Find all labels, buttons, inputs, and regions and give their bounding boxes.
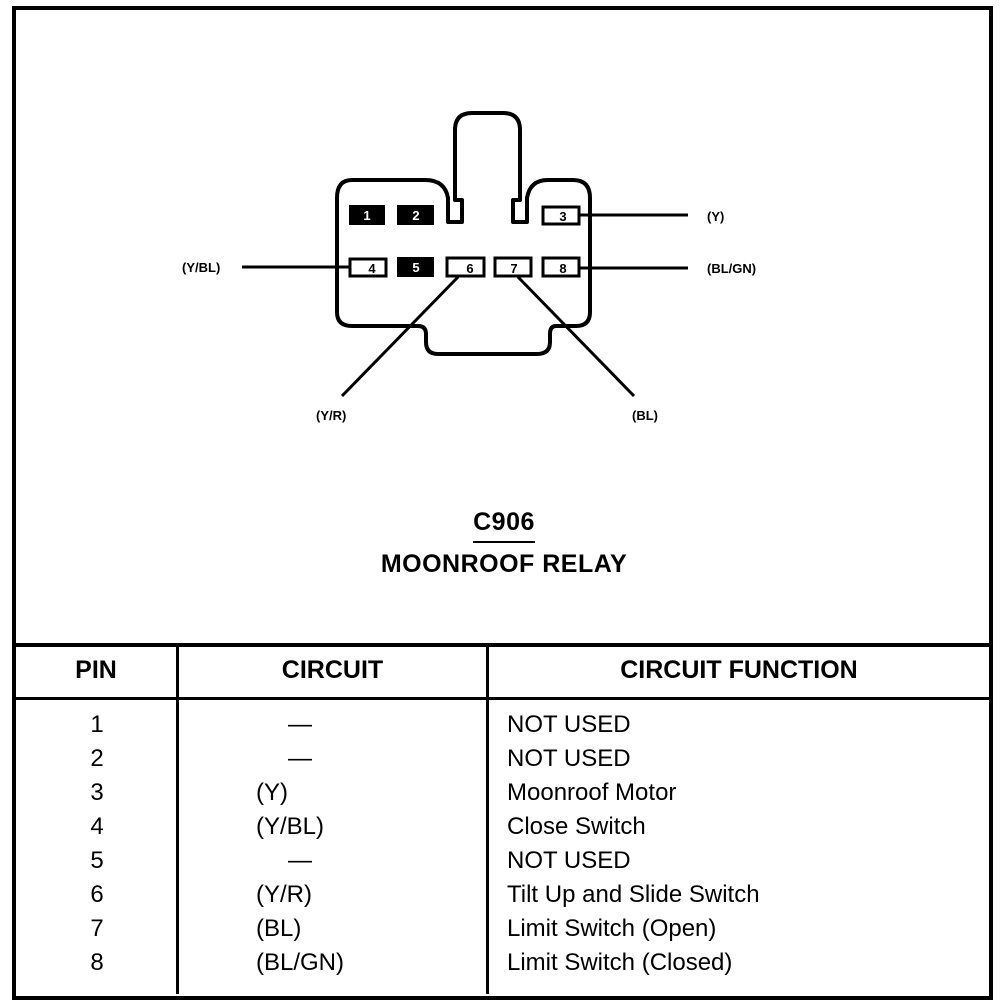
svg-text:1: 1 bbox=[363, 208, 370, 223]
circuit-cell: (Y) bbox=[256, 779, 288, 806]
svg-text:5: 5 bbox=[412, 260, 419, 275]
pin-8: 8 bbox=[541, 256, 581, 278]
circuit-cell: — bbox=[288, 711, 312, 738]
function-cell: Tilt Up and Slide Switch bbox=[507, 881, 760, 908]
table-top-border bbox=[12, 643, 989, 647]
pin-cell: 8 bbox=[90, 949, 104, 976]
table-col-divider-1 bbox=[176, 645, 179, 994]
function-cell: Limit Switch (Open) bbox=[507, 915, 717, 942]
wire-label-pin8: (BL/GN) bbox=[707, 261, 756, 276]
function-cell: NOT USED bbox=[507, 711, 631, 738]
pin-cell: 5 bbox=[90, 847, 104, 874]
table-header-pin: PIN bbox=[75, 656, 117, 684]
pin-6: 6 bbox=[445, 256, 486, 278]
circuit-cell: — bbox=[288, 745, 312, 772]
circuit-cell: (BL/GN) bbox=[256, 949, 345, 976]
table-header-divider bbox=[12, 697, 989, 700]
pin-cell: 7 bbox=[90, 915, 104, 942]
svg-text:3: 3 bbox=[559, 209, 566, 224]
circuit-cell: (Y/BL) bbox=[256, 813, 325, 840]
function-cell: Limit Switch (Closed) bbox=[507, 949, 733, 976]
wire-label-pin4: (Y/BL) bbox=[182, 260, 220, 275]
pin-5: 5 bbox=[397, 257, 434, 277]
svg-text:8: 8 bbox=[559, 261, 566, 276]
connector-name: MOONROOF RELAY bbox=[380, 550, 628, 578]
connector-id: C906 bbox=[0, 508, 1008, 543]
circuit-cell: (BL) bbox=[256, 915, 302, 942]
pin-cell: 2 bbox=[90, 745, 104, 772]
wire-label-pin3: (Y) bbox=[707, 209, 724, 224]
table-header-function: CIRCUIT FUNCTION bbox=[620, 656, 858, 684]
pin-cell: 3 bbox=[90, 779, 104, 806]
pin-1: 1 bbox=[349, 205, 385, 225]
wire-pin7 bbox=[516, 275, 636, 398]
wire-label-pin6: (Y/R) bbox=[316, 408, 346, 423]
function-cell: NOT USED bbox=[507, 745, 631, 772]
pin-cell: 4 bbox=[90, 813, 104, 840]
connector-diagram: 1 2 3 4 5 6 7 8 (Y) (Y/BL) (BL/GN) (Y/R)… bbox=[182, 111, 756, 423]
diagram-frame bbox=[12, 6, 993, 1000]
table-col-divider-2 bbox=[486, 645, 489, 994]
pin-4: 4 bbox=[348, 257, 388, 278]
pin-7: 7 bbox=[493, 256, 533, 278]
function-cell: Close Switch bbox=[507, 813, 646, 840]
circuit-cell: — bbox=[288, 847, 312, 874]
svg-text:7: 7 bbox=[510, 261, 517, 276]
wire-pin6 bbox=[340, 275, 460, 398]
circuit-cell: (Y/R) bbox=[256, 881, 312, 908]
pin-cell: 6 bbox=[90, 881, 104, 908]
svg-text:4: 4 bbox=[368, 261, 376, 276]
wire-label-pin7: (BL) bbox=[632, 408, 658, 423]
svg-text:6: 6 bbox=[466, 261, 473, 276]
svg-text:2: 2 bbox=[412, 208, 419, 223]
pin-cell: 1 bbox=[90, 711, 104, 738]
pin-3: 3 bbox=[541, 205, 581, 226]
function-cell: Moonroof Motor bbox=[507, 779, 677, 806]
function-cell: NOT USED bbox=[507, 847, 631, 874]
table-header-circuit: CIRCUIT bbox=[281, 656, 384, 684]
connector-housing bbox=[335, 111, 592, 356]
pin-2: 2 bbox=[397, 205, 434, 225]
